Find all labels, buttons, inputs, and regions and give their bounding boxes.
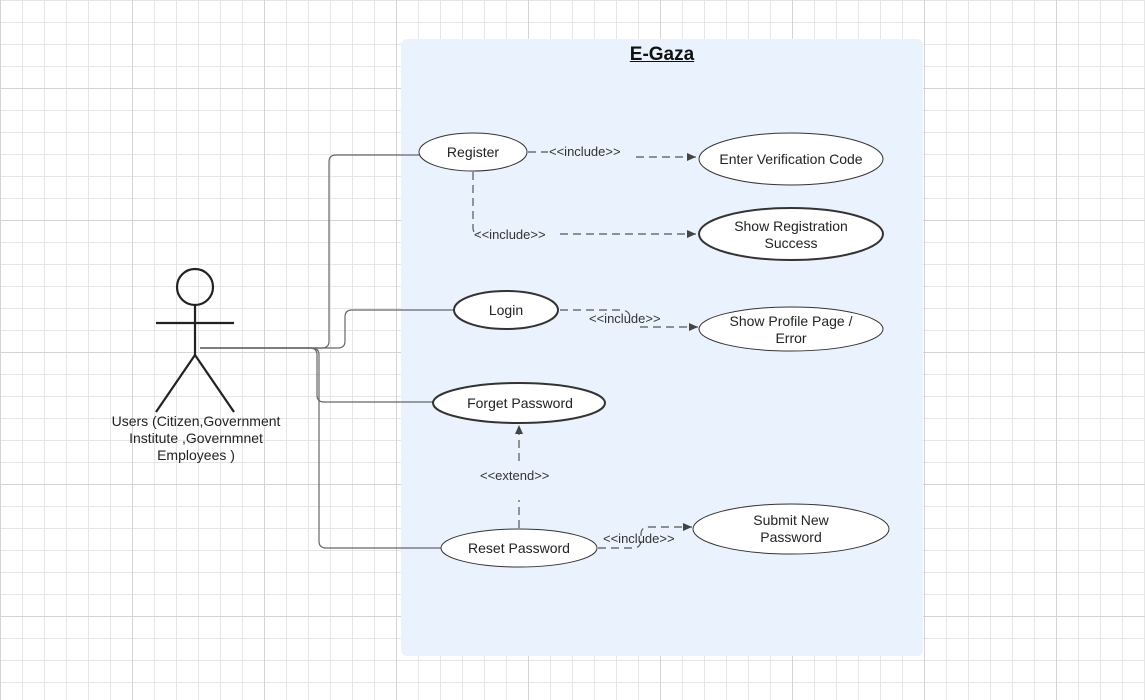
usecase-submit-shape <box>692 503 890 555</box>
usecase-login[interactable]: Login <box>488 301 524 318</box>
actor-label: Users (Citizen,Government Institute ,Gov… <box>111 413 281 463</box>
usecase-show-registration[interactable]: Show Registration Success <box>734 218 848 251</box>
usecase-reset-shape <box>440 528 598 568</box>
rel-login-profile <box>560 309 698 327</box>
usecase-verification-shape <box>698 132 884 186</box>
relation-label-extend: <<extend>> <box>480 468 550 483</box>
actor-figure[interactable] <box>155 267 235 413</box>
assoc-login <box>200 309 455 349</box>
usecase-register[interactable]: Register <box>446 143 500 160</box>
usecase-reset-password[interactable]: Reset Password <box>468 539 570 556</box>
rel-register-registration <box>472 172 696 234</box>
actor-right-leg <box>194 354 235 413</box>
relation-label-include: <<include>> <box>474 227 546 242</box>
relation-label-include: <<include>> <box>549 144 621 159</box>
usecase-submit-new-password[interactable]: Submit New Password <box>753 512 829 545</box>
usecase-forget-password[interactable]: Forget Password <box>467 394 573 411</box>
rel-register-verification <box>528 152 696 157</box>
relation-label-include: <<include>> <box>603 531 675 546</box>
usecase-show-profile[interactable]: Show Profile Page / Error <box>729 313 853 346</box>
assoc-reset <box>200 347 442 549</box>
actor-head <box>175 267 215 307</box>
usecase-register-shape <box>418 132 528 172</box>
usecase-forget-shape <box>432 382 606 424</box>
assoc-register <box>200 154 420 349</box>
usecase-registration-shape <box>698 207 884 261</box>
relation-label-include: <<include>> <box>589 311 661 326</box>
actor-left-leg <box>155 354 196 413</box>
system-title: E-Gaza <box>629 44 695 65</box>
assoc-forget <box>200 347 434 403</box>
usecase-profile-shape <box>698 306 884 352</box>
usecase-login-shape <box>453 290 559 330</box>
usecase-enter-verification[interactable]: Enter Verification Code <box>719 150 863 167</box>
